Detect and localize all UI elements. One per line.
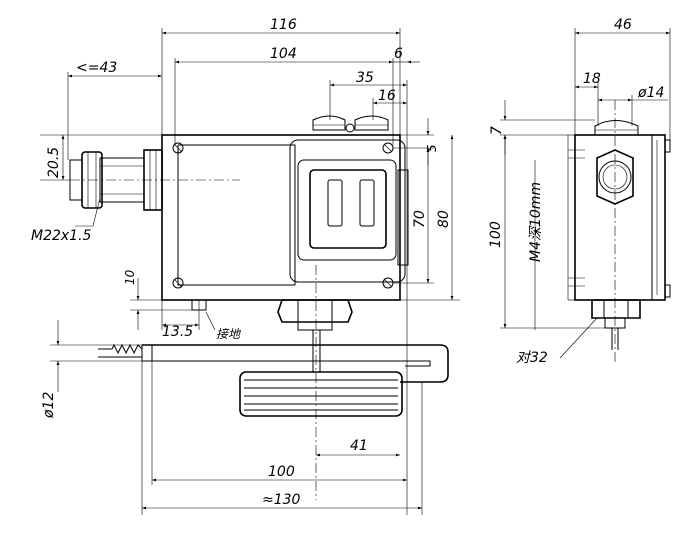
- dim-80: 80: [436, 210, 452, 228]
- front-dimensions: 116 104 6 35 16 <=43 5 70 80 20.5: [31, 17, 460, 515]
- dim-7: 7: [489, 126, 505, 135]
- dim-side-100: 100: [488, 221, 504, 248]
- label-across-flats-32: 对32: [516, 350, 548, 366]
- label-thread: M22x1.5: [31, 228, 92, 244]
- switch-slot-right: [359, 179, 375, 227]
- window-frame: [289, 139, 406, 283]
- dim-35: 35: [356, 70, 374, 86]
- bottom-nut: [277, 299, 353, 331]
- dim-41: 41: [350, 438, 368, 454]
- dim-16: 16: [378, 88, 396, 104]
- side-top-gland: [594, 120, 639, 135]
- side-bottom-nut: [591, 299, 641, 350]
- side-flange: [397, 169, 409, 266]
- dim-130: ≈130: [262, 492, 301, 508]
- bulb-coil: [239, 371, 403, 417]
- dim-6: 6: [394, 46, 403, 62]
- front-view: [69, 115, 449, 500]
- window-inner: [297, 159, 397, 261]
- top-glands: [312, 115, 389, 133]
- switch-body: [309, 169, 387, 249]
- dim-20-5: 20.5: [46, 147, 62, 178]
- side-view: [567, 100, 671, 365]
- dim-70: 70: [412, 210, 428, 228]
- dim-10: 10: [123, 269, 137, 285]
- dim-100: 100: [268, 464, 295, 480]
- dim-13-5: 13.5: [162, 324, 193, 340]
- dim-18: 18: [583, 71, 601, 87]
- dim-dia-12: ø12: [41, 392, 57, 419]
- housing-recess: [177, 144, 296, 286]
- dim-dia-14: ø14: [637, 85, 664, 101]
- side-dimensions: 46 18 ø14 7 100 M4深10mm 对32: [488, 17, 671, 366]
- dim-5: 5: [425, 144, 439, 152]
- dim-104: 104: [270, 46, 297, 62]
- capillary-bracket: [98, 343, 449, 383]
- housing-outline: [161, 134, 401, 301]
- label-screw: 接地: [216, 327, 242, 341]
- label-m4: M4深10mm: [528, 182, 544, 262]
- dim-116: 116: [270, 17, 297, 33]
- dim-46: 46: [614, 17, 632, 33]
- bottom-screw: [191, 299, 207, 311]
- switch-slot-left: [327, 179, 343, 227]
- dim-43: <=43: [76, 60, 117, 76]
